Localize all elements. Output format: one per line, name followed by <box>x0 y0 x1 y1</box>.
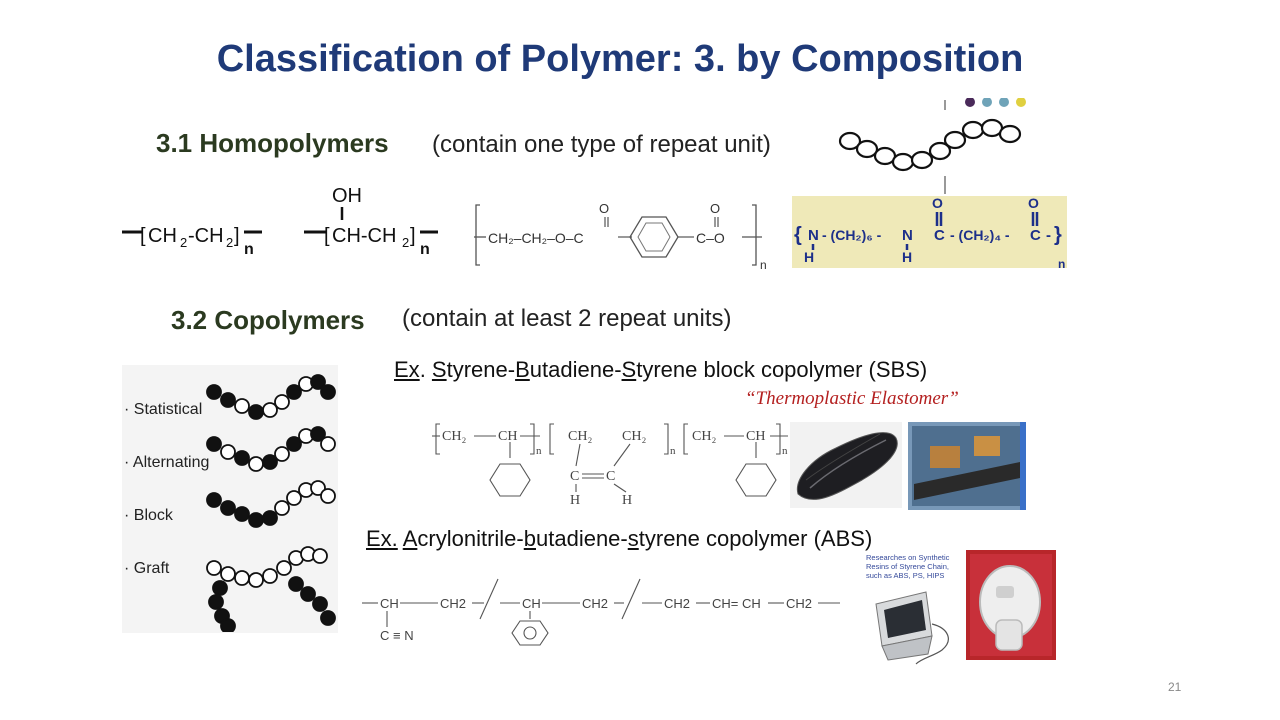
svg-text:CH: CH <box>522 596 541 611</box>
abs-example-text: Ex. Acrylonitrile-butadiene-styrene copo… <box>366 526 873 551</box>
svg-text:C: C <box>1030 227 1041 244</box>
svg-text:O: O <box>1028 195 1039 211</box>
svg-text:2: 2 <box>402 235 409 250</box>
copolymers-heading: 3.2 Copolymers <box>171 305 365 335</box>
svg-text:CH: CH <box>746 429 765 444</box>
svg-text:]: ] <box>234 225 240 247</box>
homopolymer-chain-diagram <box>838 98 1026 194</box>
benzene-ring-icon <box>489 463 531 497</box>
appliance-photo-icon <box>966 550 1056 660</box>
svg-text:CH2: CH2 <box>440 596 466 611</box>
svg-text:n: n <box>782 445 788 457</box>
svg-text:O: O <box>599 201 609 216</box>
svg-text:n: n <box>244 241 254 258</box>
abs-structure: CH CH2 CH CH2 CH2 CH= CH CH2 C ≡ N <box>362 578 840 646</box>
svg-text:CH₂: CH₂ <box>568 429 592 444</box>
svg-text:- (CH₂)₄ -: - (CH₂)₄ - <box>950 227 1010 243</box>
svg-text:C: C <box>606 469 615 484</box>
svg-text:n: n <box>670 445 676 457</box>
svg-text:C: C <box>570 469 579 484</box>
nylon-formula: { N H - (CH₂)₆ - N H O C - (CH₂)₄ - O C … <box>794 195 1065 271</box>
svg-text:O: O <box>932 195 943 211</box>
chain-bead-icon <box>965 98 975 107</box>
chain-bead-icon <box>982 98 992 107</box>
copolymer-type-alternating: · Alternating <box>124 454 210 471</box>
svg-text:]: ] <box>410 225 416 247</box>
svg-text:CH: CH <box>498 429 517 444</box>
svg-text:{: { <box>794 224 802 246</box>
svg-text:CH2: CH2 <box>664 596 690 611</box>
abs-photo-caption: Researches on Synthetic Resins of Styren… <box>866 553 950 580</box>
svg-text:2: 2 <box>180 235 187 250</box>
svg-text:H: H <box>804 249 814 265</box>
svg-text:N: N <box>902 227 913 244</box>
svg-text:CH₂: CH₂ <box>442 429 466 444</box>
benzene-ring-icon <box>511 620 549 646</box>
svg-text:H: H <box>622 493 632 508</box>
chain-bead-icon <box>1016 98 1026 107</box>
conveyor-photo-icon <box>908 422 1026 510</box>
svg-text:CH2: CH2 <box>786 596 812 611</box>
chain-bead-icon <box>999 98 1009 107</box>
homopolymer-bead-chain <box>838 118 1022 172</box>
sbs-example-text: Ex. Styrene-Butadiene-Styrene block copo… <box>394 357 928 382</box>
homopolymers-heading: 3.1 Homopolymers <box>156 128 389 158</box>
svg-text:n: n <box>536 445 542 457</box>
svg-text:CH: CH <box>148 225 177 247</box>
svg-text:CH₂: CH₂ <box>692 429 716 444</box>
pet-formula: CH₂–CH₂–O–C O O C–O n <box>474 201 767 272</box>
svg-text:[: [ <box>324 225 330 247</box>
svg-text:-: - <box>1046 227 1051 244</box>
benzene-ring-icon <box>735 463 777 497</box>
slide-title: Classification of Polymer: 3. by Composi… <box>216 38 1024 80</box>
nylon-formula-panel <box>792 196 1067 268</box>
monitor-photo-icon <box>862 584 960 668</box>
svg-text:OH: OH <box>332 185 362 207</box>
svg-text:}: } <box>1054 224 1062 246</box>
svg-text:C: C <box>934 227 945 244</box>
polyethylene-formula: [ CH 2 -CH 2 ] n <box>122 225 262 258</box>
svg-text:n: n <box>420 241 430 258</box>
benzene-ring-icon <box>629 216 679 258</box>
svg-text:H: H <box>570 493 580 508</box>
copolymer-bead-diagrams <box>206 374 336 632</box>
svg-text:C ≡ N: C ≡ N <box>380 628 414 643</box>
svg-text:[: [ <box>140 225 146 247</box>
polyvinyl-alcohol-formula: OH [ CH-CH 2 ] n <box>304 185 438 258</box>
thermoplastic-elastomer-note: “Thermoplastic Elastomer” <box>745 388 959 409</box>
svg-text:2: 2 <box>226 235 233 250</box>
copolymer-type-block: · Block <box>124 507 173 524</box>
svg-text:CH: CH <box>380 596 399 611</box>
svg-text:N: N <box>808 227 819 244</box>
sbs-structure: CH₂ CH n CH₂ CH₂ C C H H n CH₂ CH n <box>432 423 788 508</box>
svg-text:CH₂–CH₂–O–C: CH₂–CH₂–O–C <box>488 230 584 246</box>
svg-text:n: n <box>760 258 767 272</box>
svg-text:CH2: CH2 <box>582 596 608 611</box>
svg-text:O: O <box>710 201 720 216</box>
svg-text:CH₂: CH₂ <box>622 429 646 444</box>
copolymers-description: (contain at least 2 repeat units) <box>402 305 732 332</box>
homopolymers-description: (contain one type of repeat unit) <box>432 131 771 158</box>
shoe-sole-icon <box>790 422 902 508</box>
svg-text:n: n <box>1058 257 1065 271</box>
svg-text:H: H <box>902 249 912 265</box>
copolymer-type-graft: · Graft <box>124 560 170 577</box>
svg-text:C–O: C–O <box>696 230 725 246</box>
svg-text:CH-CH: CH-CH <box>332 225 396 247</box>
svg-text:- (CH₂)₆ -: - (CH₂)₆ - <box>822 227 882 243</box>
copolymer-type-statistical: · Statistical <box>124 401 203 418</box>
page-number: 21 <box>1168 680 1182 694</box>
svg-text:-CH: -CH <box>188 225 224 247</box>
svg-text:CH= CH: CH= CH <box>712 596 761 611</box>
